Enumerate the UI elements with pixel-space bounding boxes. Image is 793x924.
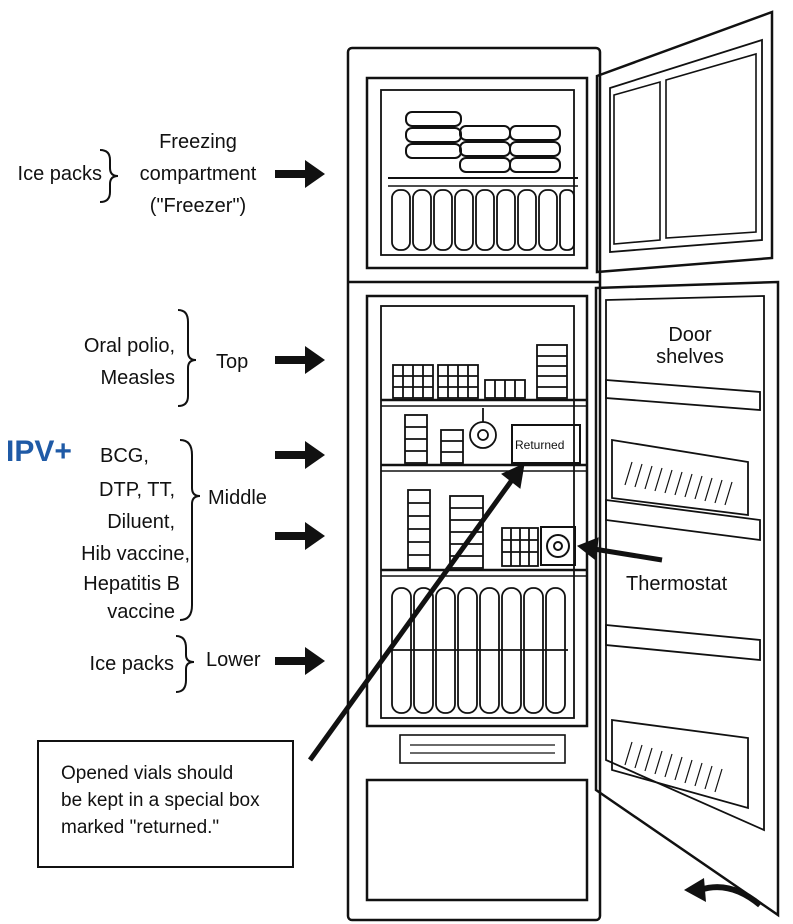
main-door (594, 280, 780, 918)
brace-middle (179, 439, 201, 621)
arrow-lower (275, 647, 325, 675)
shelf-top (381, 398, 587, 407)
freezer-bottles (391, 189, 575, 251)
middle-vaccines-line-4: Hib vaccine, (81, 543, 190, 565)
shelf-middle (381, 463, 587, 472)
door-shelves (605, 379, 761, 810)
freezer-ice-packs (405, 111, 561, 173)
top-shelf-label: Top (216, 351, 249, 373)
freezer-label-line-2: compartment (139, 163, 257, 185)
freezer-ice-packs-label: Ice packs (17, 163, 102, 185)
freezer-door (595, 10, 774, 274)
note-line-2: be kept in a special box (61, 790, 260, 811)
pointer-arrows (275, 160, 325, 675)
door-shelves-label-line-1: Door (668, 324, 712, 346)
arrow-freezer (275, 160, 325, 188)
thermostat-dial (540, 526, 576, 566)
top-shelf-vaccines (392, 344, 568, 399)
arrow-middle-1 (275, 441, 325, 469)
returned-box (511, 424, 581, 464)
freezer-compartment (365, 76, 589, 270)
brace-freezer (99, 149, 119, 203)
door-shelves-label-line-2: shelves (656, 346, 724, 368)
lower-ice-packs-label: Ice packs (89, 653, 174, 675)
middle-vaccines-line-2: DTP, TT, (99, 479, 175, 501)
returned-vials-note: Opened vials should be kept in a special… (37, 740, 294, 868)
arrow-top (275, 346, 325, 374)
lower-shelf-label: Lower (206, 649, 261, 671)
main-compartment (365, 294, 589, 728)
note-pointer-line (307, 478, 515, 762)
middle-shelf-label: Middle (208, 487, 267, 509)
vegetable-drawer (365, 778, 589, 902)
middle-vaccines-line-3: Diluent, (107, 511, 175, 533)
returned-box-label: Returned (515, 438, 565, 452)
brace-lower (175, 635, 195, 693)
note-line-1: Opened vials should (61, 763, 234, 784)
shelf-lower (381, 568, 587, 577)
fridge-body (346, 46, 602, 922)
freezer-label-line-3: ("Freezer") (149, 195, 247, 217)
door-swing-arrow (684, 878, 762, 908)
middle-vaccines-line-1: BCG, (100, 445, 149, 467)
middle-shelf-vaccines (404, 408, 539, 569)
top-vaccines-line-2: Measles (100, 367, 175, 389)
arrow-middle-2 (275, 522, 325, 550)
top-vaccines-line-1: Oral polio, (83, 335, 175, 357)
middle-vaccines-line-5: Hepatitis B (83, 573, 180, 595)
brace-top (177, 309, 197, 407)
middle-vaccines-line-6: vaccine (107, 601, 175, 623)
lower-ice-packs (390, 587, 568, 714)
ipv-prefix: IPV+ (6, 435, 72, 468)
freezer-label-line-1: Freezing (159, 131, 237, 153)
thermostat-label: Thermostat (626, 573, 728, 595)
note-line-3: marked "returned." (61, 817, 220, 838)
